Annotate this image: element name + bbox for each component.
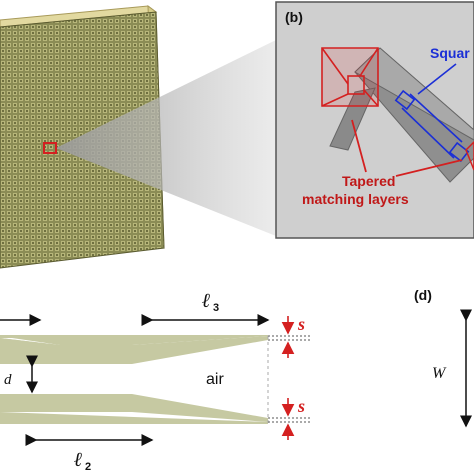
tapered-layer-far-end [465,140,474,171]
upper-layer-taper [0,336,268,364]
svg-text:ℓ: ℓ [202,290,211,312]
tapered-label-line2: matching layers [302,191,409,207]
square-label-pointer [417,63,457,95]
lower-matching-layer [0,394,268,422]
l3-label: ℓ 3 [202,290,219,314]
panel-d: (d) W [414,287,472,428]
panel-d-label: (d) [414,287,432,303]
s-label-bottom: s [297,396,305,416]
l2-label: ℓ 2 [74,449,91,473]
svg-text:3: 3 [213,302,219,314]
tapered-pointer-right [395,159,463,177]
upper-matching-layer [0,335,268,345]
gap-label-d: d [4,372,12,388]
svg-text:ℓ: ℓ [74,449,83,471]
lower-layer-body [0,412,268,424]
zoom-cone [56,40,276,236]
width-label-w: W [432,365,447,382]
tapered-label-line1: Tapered [342,173,395,189]
panel-b-label: (b) [285,9,303,25]
s-label-top: s [297,314,305,334]
tapered-matching-layer [321,47,379,107]
square-label: Squar [430,45,470,61]
air-label: air [206,371,224,388]
tapered-pointer-left [351,119,367,173]
svg-text:2: 2 [85,461,91,473]
square-section-highlight [394,89,470,163]
panel-c-cross-section: ℓ 3 d air s s ℓ 2 [0,290,312,473]
selected-cell-marker [43,142,57,154]
panel-b-inset: (b) Squar Tapered [275,1,474,239]
